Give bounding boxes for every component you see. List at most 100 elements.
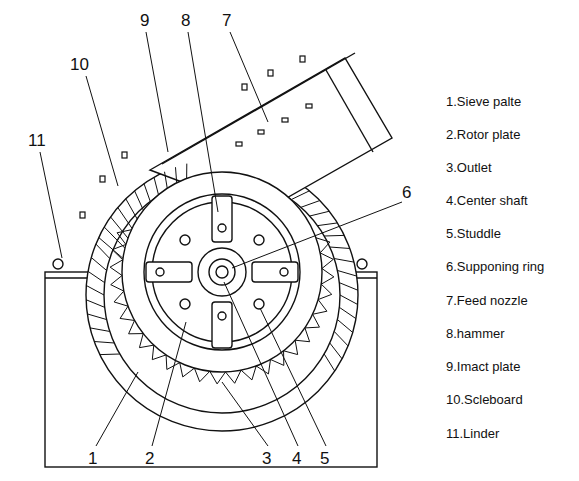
leader-lines [40,32,402,446]
tooth-stroke [313,314,320,327]
tooth-stroke [322,259,333,268]
tooth-stroke [295,340,298,354]
callout-number: 3 [262,450,271,467]
hatch-stroke [324,354,335,371]
supporting-ring [198,248,246,296]
tooth-stroke [321,277,334,284]
nozzle-inner [326,70,373,152]
hatch-stroke [330,343,342,359]
callout-number: 8 [181,12,190,29]
tooth-stroke [241,370,252,380]
callout-number: 10 [70,56,89,73]
callout-number: 1 [88,450,97,467]
part-name: 2.Rotor plate [446,128,520,141]
callout-number: 5 [320,450,329,467]
hatch-stroke [94,342,114,343]
tooth-stroke [318,300,327,312]
tooth-stroke [318,294,332,299]
callout-number: 11 [28,132,46,149]
part-name: 4.Center shaft [446,194,528,207]
tooth-stroke [139,345,153,348]
tooth-stroke [320,253,333,259]
tooth-stroke [117,230,131,233]
liner-hatch [86,159,358,371]
hatch-stroke [90,328,110,332]
hammers [146,196,298,348]
shaft-core [216,266,228,278]
hatch-stroke [96,244,110,258]
tooth-stroke [268,359,270,373]
callout-number: 2 [145,450,154,467]
part-name: 5.Studdle [446,227,501,240]
tooth-stroke [217,372,225,384]
hatch-stroke [88,271,105,282]
nozzle-flange [162,53,355,164]
tooth-stroke [210,371,217,384]
part-name: 11.Linder [446,427,499,440]
tooth-stroke [270,359,283,365]
tooth-stroke [112,250,122,260]
part-name: 9.Imact plate [446,360,520,373]
tooth-stroke [305,327,320,329]
center-shaft [209,259,235,285]
hatch-stroke [86,300,105,308]
tooth-stroke [313,311,327,314]
hatch-stroke [337,270,356,276]
part-name: 6.Supponing ring [446,260,544,273]
tooth-stroke [252,366,256,380]
tooth-stroke [111,285,124,291]
tooth-stroke [225,372,234,383]
tooth-stroke [183,368,195,377]
tooth-stroke [114,302,128,306]
rotor-outer [122,172,322,372]
callout-number: 9 [140,12,149,29]
wedge-stroke [99,238,125,260]
tooth-stroke [295,340,310,342]
hatch-stroke [339,283,358,291]
hatch-stroke [339,307,356,318]
hatch-stroke [86,286,104,295]
wedge-stroke [104,227,128,251]
tooth-stroke [110,260,123,267]
callout-number: 4 [292,450,301,467]
tooth-stroke [305,328,310,342]
tooth-stroke [316,238,330,242]
tooth-stroke [129,333,144,334]
housing-outer [86,159,358,431]
tooth-stroke [129,320,135,333]
part-name: 8.hammer [446,327,505,340]
tooth-stroke [110,267,122,275]
hinge-lug [357,259,367,269]
tooth-stroke [152,345,154,360]
tooth-stroke [194,368,199,382]
hatch-stroke [91,258,106,271]
tooth-stroke [120,306,128,318]
hatch-stroke [337,320,352,333]
callout-number: 7 [222,12,231,29]
tooth-stroke [284,351,298,355]
hatch-stroke [330,247,350,248]
part-name: 1.Sieve palte [446,95,521,108]
hatch-stroke [301,201,320,208]
hatch-stroke [317,223,337,226]
hatch-stroke [100,354,120,356]
hinge-lug [53,259,63,269]
hatch-stroke [340,295,358,304]
tooth-stroke [120,318,134,320]
tooth-stroke [200,371,210,381]
tooth-stroke [320,242,330,253]
tooth-stroke [117,233,126,245]
tooth-stroke [166,355,168,370]
hatch-stroke [324,235,344,237]
callout-number: 6 [402,184,411,201]
rotor-plate [144,194,300,350]
tooth-stroke [321,284,331,294]
part-name: 3.Outlet [446,161,492,174]
hatch-stroke [87,314,106,320]
tooth-stroke [114,291,124,302]
tooth-stroke [112,244,126,249]
tooth-stroke [152,355,166,360]
tooth-stroke [235,370,241,383]
part-name: 7.Feed nozzle [446,294,528,307]
